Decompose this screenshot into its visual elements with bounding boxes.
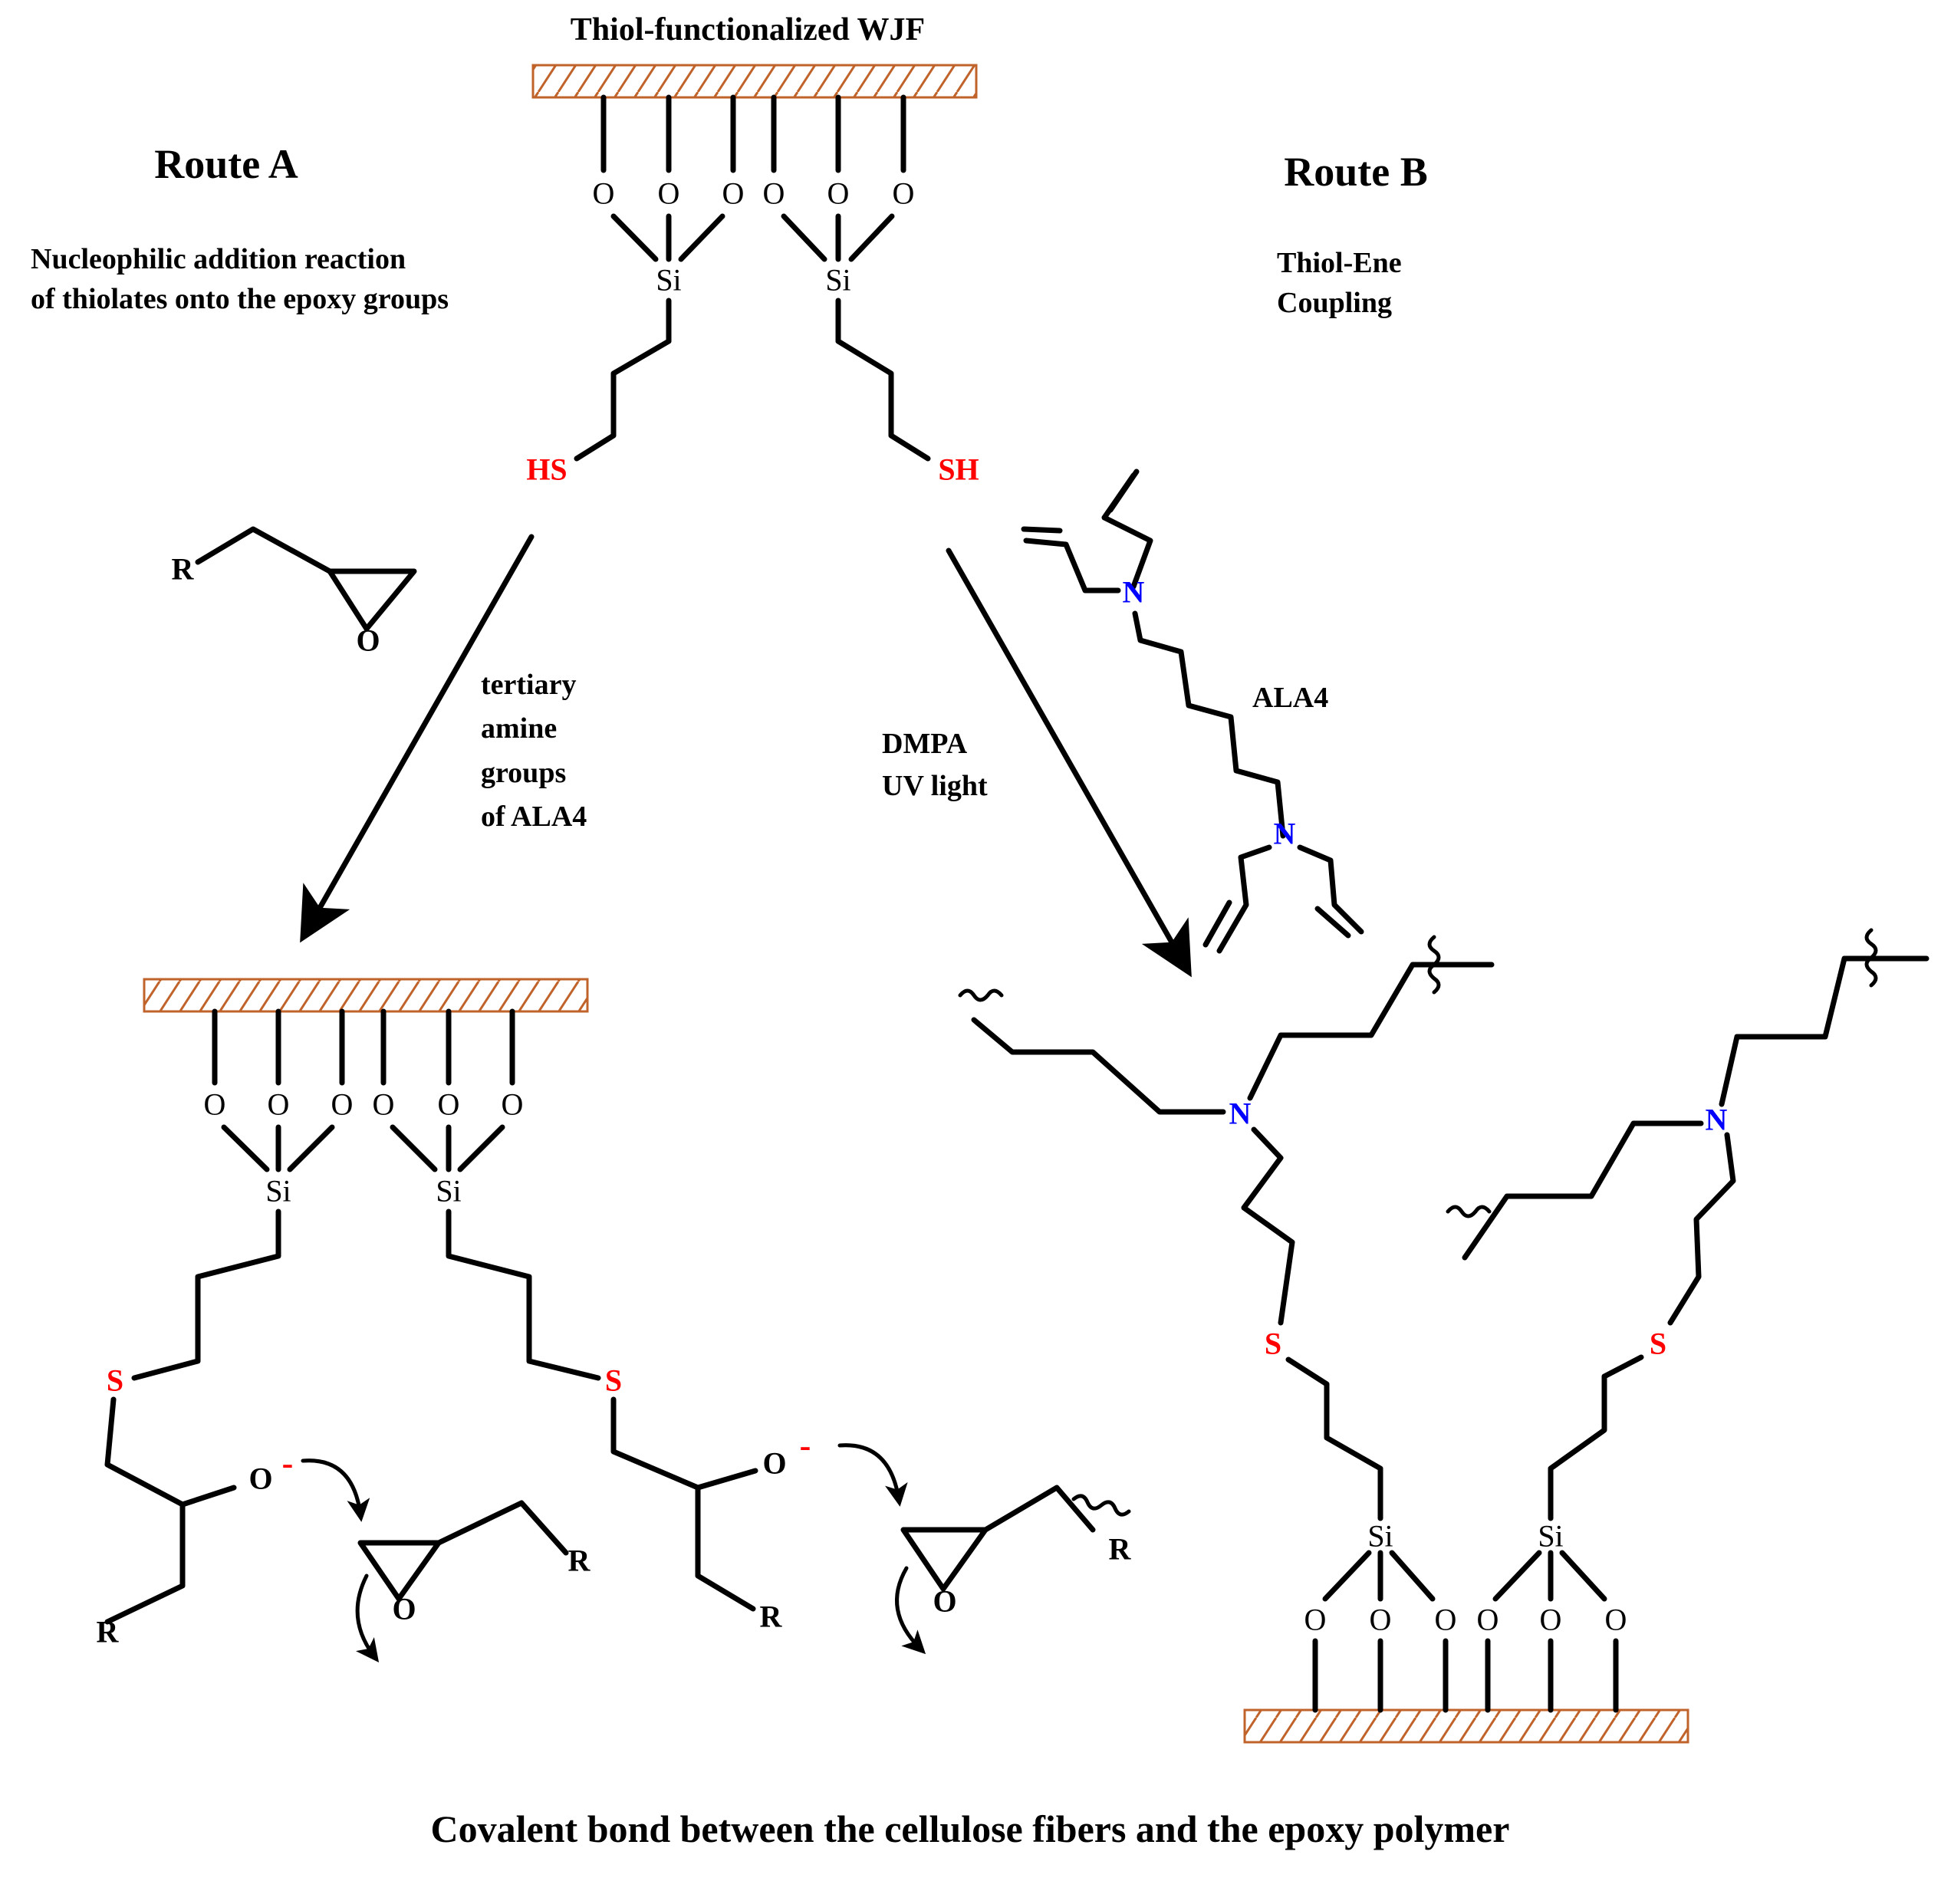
silicon-atom: Si — [436, 1174, 461, 1208]
oxygen-atom: O — [593, 176, 615, 211]
oxygen-atom: O — [1540, 1603, 1562, 1637]
route-a-condition-line4: of ALA4 — [481, 801, 587, 833]
oxygen-atom: O — [658, 176, 680, 211]
route-a-description-line2: of thiolates onto the epoxy groups — [31, 283, 449, 315]
silicon-atom: Si — [1538, 1519, 1563, 1554]
sulfur-atom: S — [1650, 1327, 1666, 1361]
oxygen-atom: O — [373, 1087, 395, 1122]
nitrogen-atom: N — [1274, 817, 1296, 851]
electron-arrow — [355, 1574, 380, 1662]
nitrogen-atom: N — [1123, 575, 1145, 610]
alkoxide-oxygen: O — [248, 1462, 272, 1496]
negative-charge: - — [282, 1445, 294, 1482]
electron-arrow — [895, 1566, 926, 1655]
silicon-atom: Si — [825, 263, 850, 298]
fiber-surface-top — [531, 64, 978, 99]
r-group-label: R — [760, 1600, 783, 1634]
oxygen-atom: O — [933, 1584, 956, 1619]
route-b-condition-line1: DMPA — [882, 728, 968, 760]
fiber-surface-route-a — [143, 978, 589, 1013]
oxygen-atom: O — [356, 623, 380, 658]
oxygen-atom: O — [722, 176, 745, 211]
r-group-label: R — [97, 1615, 120, 1649]
route-b-title: Route B — [1284, 149, 1428, 195]
r-group-label: R — [1109, 1532, 1132, 1567]
nitrogen-atom: N — [1706, 1103, 1728, 1137]
nitrogen-atom: N — [1229, 1097, 1252, 1131]
top-title: Thiol-functionalized WJF — [571, 12, 925, 48]
oxygen-atom: O — [827, 176, 850, 211]
oxygen-atom: O — [502, 1087, 524, 1122]
electron-arrow — [837, 1443, 908, 1507]
route-b-arrow — [946, 548, 1192, 978]
sulfur-atom: S — [1265, 1327, 1281, 1361]
siloxane-anchor-top — [574, 94, 931, 462]
route-a-description-line1: Nucleophilic addition reaction — [31, 243, 406, 275]
oxygen-atom: O — [763, 176, 785, 211]
oxygen-atom: O — [392, 1592, 416, 1626]
figure-caption: Covalent bond between the cellulose fibe… — [431, 1807, 1510, 1850]
sulfur-atom: S — [605, 1363, 622, 1398]
silicon-atom: Si — [265, 1174, 291, 1208]
route-a-condition-line1: tertiary — [481, 669, 576, 701]
thiol-group-right: SH — [938, 452, 979, 487]
oxygen-atom: O — [1605, 1603, 1627, 1637]
negative-charge: - — [800, 1427, 811, 1465]
route-a-title: Route A — [154, 141, 298, 187]
oxygen-atom: O — [1435, 1603, 1457, 1637]
route-b-product — [958, 928, 1929, 1713]
route-a-condition-line3: groups — [481, 757, 566, 789]
oxygen-atom: O — [893, 176, 915, 211]
oxygen-atom: O — [268, 1087, 290, 1122]
ala4-reagent — [1021, 469, 1364, 954]
route-a-arrow — [300, 534, 535, 943]
oxygen-atom: O — [1370, 1603, 1392, 1637]
route-b-description-line1: Thiol-Ene — [1277, 247, 1402, 279]
silicon-atom: Si — [656, 263, 681, 298]
sulfur-atom: S — [107, 1363, 123, 1398]
oxygen-atom: O — [204, 1087, 226, 1122]
alkoxide-oxygen: O — [762, 1446, 786, 1481]
oxygen-atom: O — [438, 1087, 460, 1122]
r-group-label: R — [568, 1544, 591, 1578]
epoxide-reagent — [195, 526, 417, 632]
fiber-surface-route-b — [1243, 1708, 1689, 1744]
r-group-label: R — [172, 552, 195, 587]
route-a-condition-line2: amine — [481, 712, 557, 745]
thiol-group-left: HS — [526, 452, 567, 487]
oxygen-atom: O — [1304, 1603, 1327, 1637]
electron-arrow — [301, 1458, 370, 1522]
route-a-product — [104, 1008, 1131, 1625]
route-b-description-line2: Coupling — [1277, 287, 1392, 319]
route-b-condition-line2: UV light — [882, 770, 988, 802]
oxygen-atom: O — [331, 1087, 354, 1122]
silicon-atom: Si — [1367, 1519, 1393, 1554]
oxygen-atom: O — [1477, 1603, 1499, 1637]
ala4-label: ALA4 — [1252, 682, 1328, 714]
